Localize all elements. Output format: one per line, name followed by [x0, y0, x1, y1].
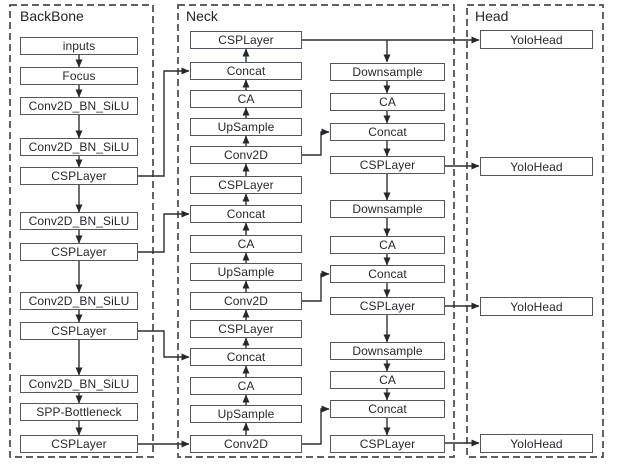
- head-node-1: YoloHead: [480, 157, 593, 176]
- neck-down-node-8: Downsample: [330, 342, 445, 360]
- neck-up-node-14: Conv2D: [190, 435, 302, 453]
- backbone-node-2: Conv2D_BN_SiLU: [20, 97, 138, 115]
- head-node-0: YoloHead: [480, 30, 593, 49]
- neck-up-node-6: Concat: [190, 205, 302, 223]
- backbone-node-0: inputs: [20, 37, 138, 55]
- neck-down-node-4: Downsample: [330, 200, 445, 218]
- head-container-border: [466, 4, 604, 458]
- neck-down-node-7: CSPLayer: [330, 297, 445, 315]
- neck-up-node-10: CSPLayer: [190, 320, 302, 338]
- neck-down-node-5: CA: [330, 236, 445, 254]
- neck-up-node-4: Conv2D: [190, 146, 302, 164]
- edge-backbone-to-concat-1: [138, 210, 190, 253]
- head-section-label: Head: [475, 8, 509, 24]
- edge-backbone-to-concat-2: [138, 330, 190, 361]
- neck-up-node-13: UpSample: [190, 405, 302, 423]
- backbone-container-border: [9, 4, 154, 458]
- edge-conv2d-to-concat-0: [302, 128, 330, 156]
- neck-up-node-2: CA: [190, 90, 302, 108]
- neck-down-node-0: Downsample: [330, 63, 445, 81]
- neck-down-node-1: CA: [330, 93, 445, 111]
- backbone-node-5: Conv2D_BN_SiLU: [20, 212, 138, 230]
- backbone-node-6: CSPLayer: [20, 243, 138, 261]
- backbone-node-1: Focus: [20, 67, 138, 85]
- neck-down-node-9: CA: [330, 371, 445, 389]
- backbone-node-8: CSPLayer: [20, 322, 138, 340]
- neck-section-label: Neck: [186, 8, 218, 24]
- backbone-node-10: SPP-Bottleneck: [20, 403, 138, 421]
- backbone-section-label: BackBone: [20, 8, 84, 24]
- neck-up-node-11: Concat: [190, 348, 302, 366]
- edge-conv2d-to-concat-2: [302, 405, 330, 445]
- neck-up-node-1: Concat: [190, 62, 302, 80]
- neck-up-node-12: CA: [190, 377, 302, 395]
- neck-down-node-10: Concat: [330, 400, 445, 418]
- edge-backbone-to-concat-0: [138, 67, 190, 177]
- neck-up-node-7: CA: [190, 235, 302, 253]
- backbone-node-11: CSPLayer: [20, 435, 138, 453]
- head-node-2: YoloHead: [480, 297, 593, 316]
- neck-up-node-3: UpSample: [190, 118, 302, 136]
- backbone-node-9: Conv2D_BN_SiLU: [20, 375, 138, 393]
- backbone-node-3: Conv2D_BN_SiLU: [20, 138, 138, 156]
- neck-down-node-6: Concat: [330, 265, 445, 283]
- backbone-node-7: Conv2D_BN_SiLU: [20, 292, 138, 310]
- neck-container-border: [177, 4, 455, 458]
- neck-up-node-0: CSPLayer: [190, 31, 302, 49]
- neck-up-node-8: UpSample: [190, 263, 302, 281]
- neck-up-node-5: CSPLayer: [190, 176, 302, 194]
- neck-up-node-9: Conv2D: [190, 292, 302, 310]
- neck-down-node-3: CSPLayer: [330, 156, 445, 174]
- edge-conv2d-to-concat-1: [302, 270, 330, 302]
- head-node-3: YoloHead: [480, 434, 593, 453]
- neck-down-node-2: Concat: [330, 123, 445, 141]
- neck-down-node-11: CSPLayer: [330, 435, 445, 453]
- backbone-node-4: CSPLayer: [20, 167, 138, 185]
